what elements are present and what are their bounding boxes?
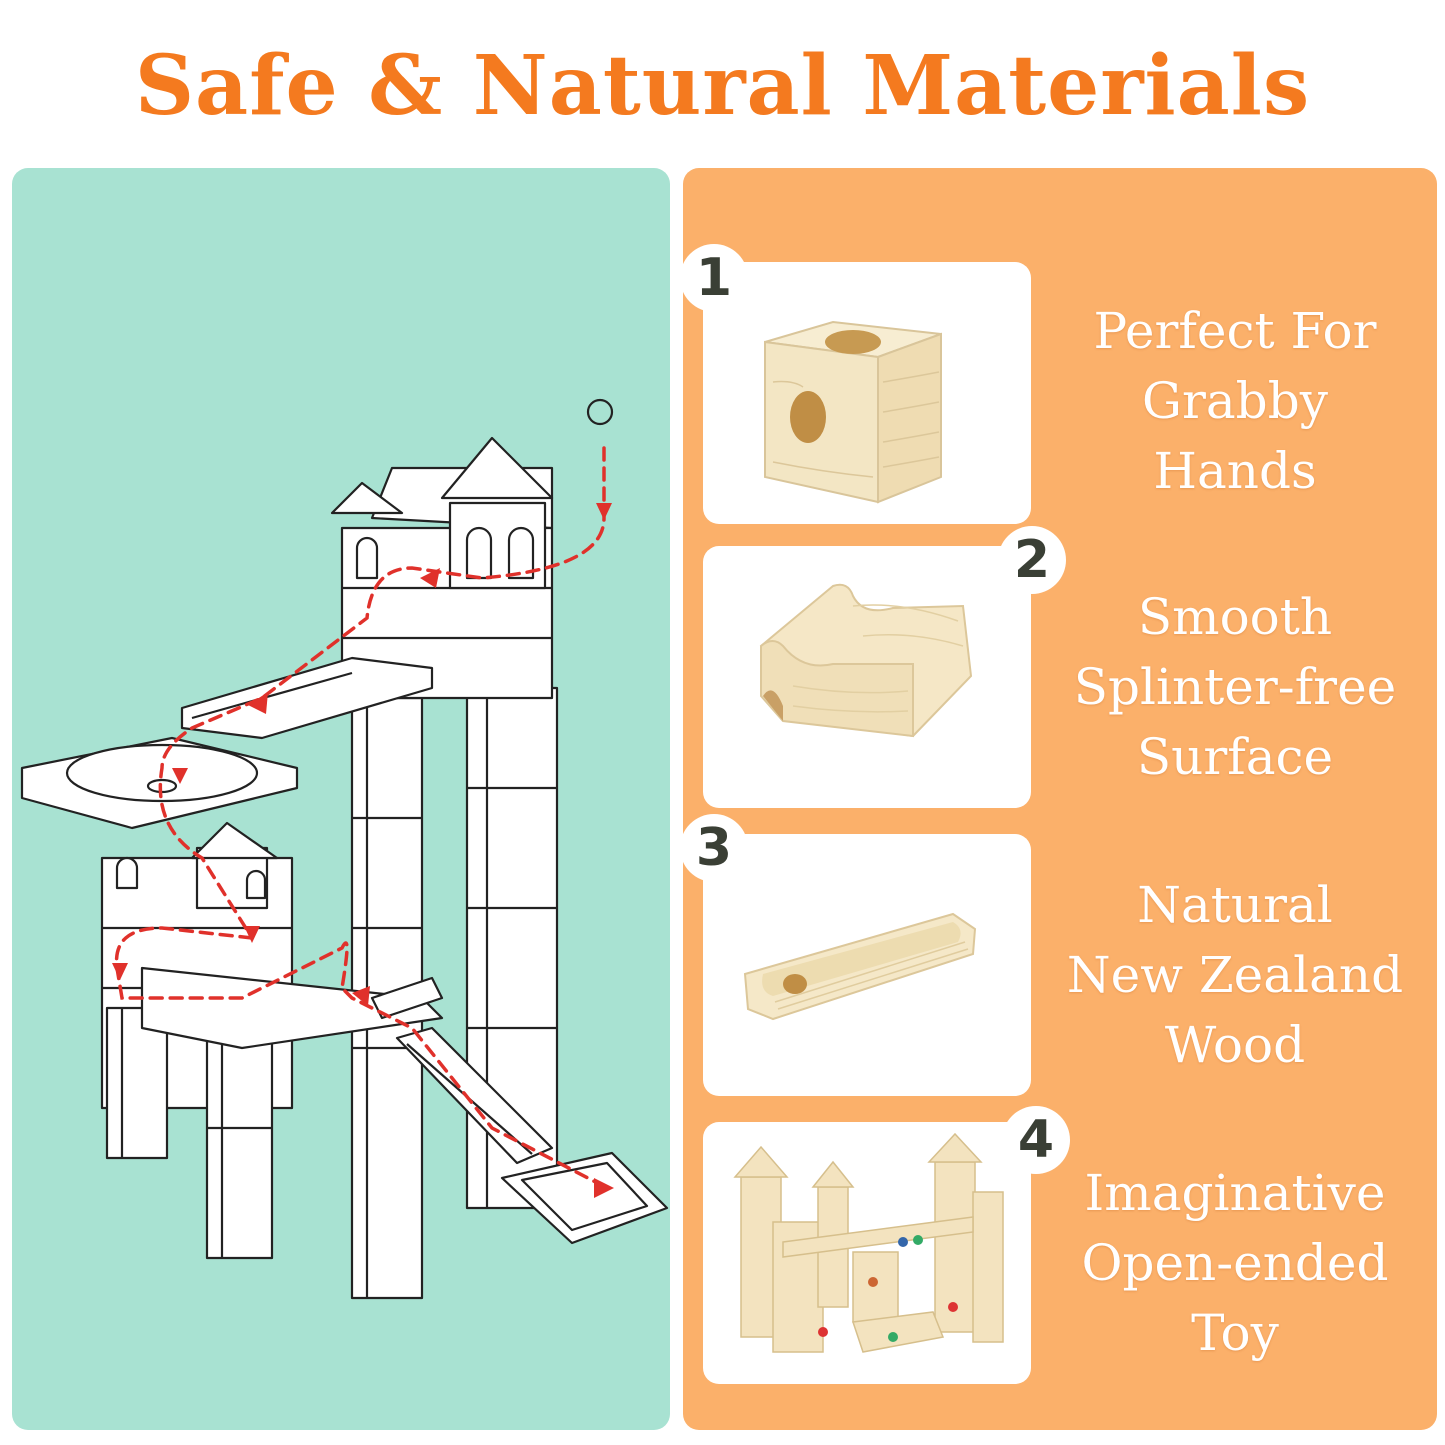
feature-number-4: 4 <box>1002 1106 1070 1174</box>
feature-line: Surface <box>1136 728 1334 786</box>
feature-text-3: Natural New Zealand Wood <box>1035 870 1435 1080</box>
feature-card-4 <box>703 1122 1031 1384</box>
wooden-chute-image <box>743 912 977 1021</box>
feature-card-1 <box>703 262 1031 524</box>
feature-text-1: Perfect For Grabby Hands <box>1035 296 1435 506</box>
feature-text-4: Imaginative Open-ended Toy <box>1035 1158 1435 1368</box>
assembled-marble-run-image <box>733 1132 1004 1353</box>
feature-card-3 <box>703 834 1031 1096</box>
illustration-panel <box>12 168 670 1430</box>
wooden-channel-image <box>759 583 973 738</box>
feature-line: Natural <box>1137 876 1333 934</box>
feature-card-2 <box>703 546 1031 808</box>
page-title: Safe & Natural Materials <box>134 38 1311 134</box>
feature-text-2: Smooth Splinter-free Surface <box>1035 582 1435 792</box>
wooden-cube-image <box>764 320 942 504</box>
feature-line: Smooth <box>1137 588 1333 646</box>
feature-number-1: 1 <box>680 244 748 312</box>
feature-line: Grabby <box>1142 372 1328 430</box>
feature-line: Toy <box>1191 1304 1279 1362</box>
feature-line: Hands <box>1153 442 1317 500</box>
feature-line: New Zealand <box>1066 946 1404 1004</box>
feature-line: Wood <box>1164 1016 1306 1074</box>
feature-line: Splinter-free <box>1073 658 1397 716</box>
feature-line: Open-ended <box>1081 1234 1389 1292</box>
feature-number-3: 3 <box>680 814 748 882</box>
feature-number-2: 2 <box>998 526 1066 594</box>
marble-run-illustration <box>20 398 669 1300</box>
feature-line: Perfect For <box>1093 302 1377 360</box>
feature-line: Imaginative <box>1084 1164 1386 1222</box>
